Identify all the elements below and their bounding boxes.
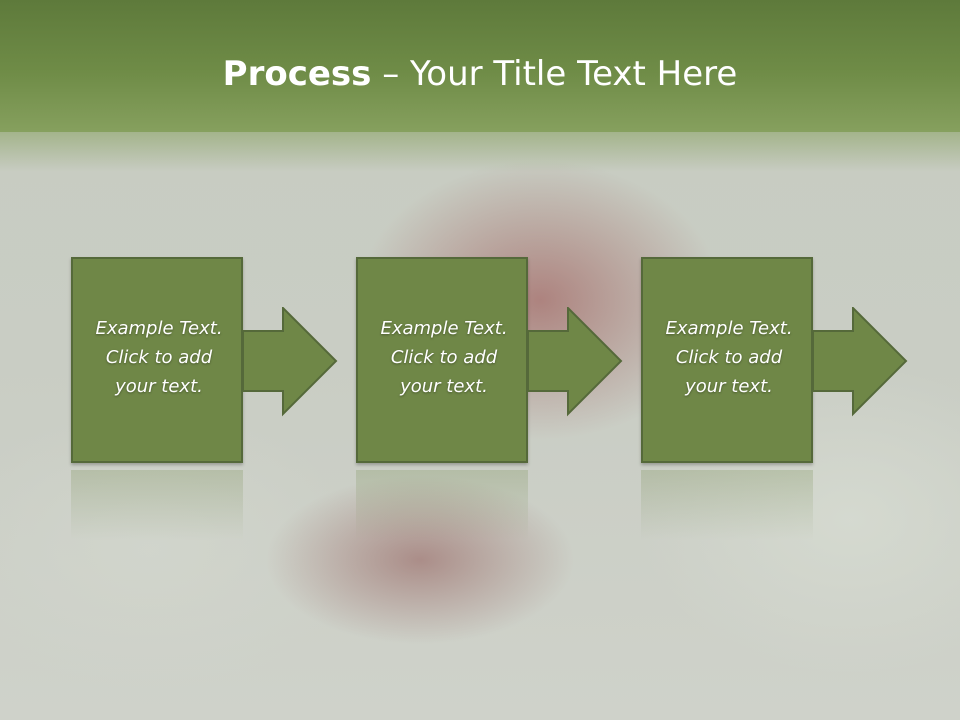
step-text-line: Click to add [105,347,213,368]
process-step-1[interactable]: Example Text. Click to add your text. [71,257,338,467]
slide-title[interactable]: Process – Your Title Text Here [0,52,960,96]
step-text-line: Example Text. [380,318,508,339]
right-arrow-icon [243,307,338,417]
title-bold: Process [222,54,372,94]
step-text-line: your text. [685,376,773,397]
step-text: Example Text. Click to add your text. [643,314,815,401]
step-text-line: your text. [400,376,488,397]
process-step-3[interactable]: Example Text. Click to add your text. [641,257,908,467]
step-box[interactable]: Example Text. Click to add your text. [356,257,528,463]
step-box[interactable]: Example Text. Click to add your text. [641,257,813,463]
title-bar-fade [0,132,960,172]
step-text-line: Click to add [675,347,783,368]
step-text-line: Example Text. [95,318,223,339]
right-arrow-icon [528,307,623,417]
step-text-line: Example Text. [665,318,793,339]
process-step-2[interactable]: Example Text. Click to add your text. [356,257,623,467]
step-box[interactable]: Example Text. Click to add your text. [71,257,243,463]
right-arrow-icon [813,307,908,417]
title-bar [0,0,960,132]
step-text-line: Click to add [390,347,498,368]
step-text: Example Text. Click to add your text. [73,314,245,401]
title-text: Your Title Text Here [410,54,738,94]
step-text: Example Text. Click to add your text. [358,314,530,401]
title-separator: – [371,54,411,94]
step-text-line: your text. [115,376,203,397]
